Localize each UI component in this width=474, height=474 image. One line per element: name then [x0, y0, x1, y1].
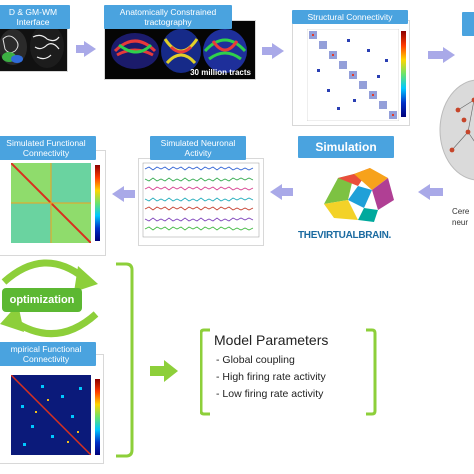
structural-title-text: Structural Connectivity: [307, 12, 393, 22]
parameter-low-firing-rate: - Low firing rate activity: [216, 388, 324, 400]
tvb-logo-text: THEVIRTUALBRAIN.: [298, 230, 391, 241]
simulated-fc-matrix: [11, 163, 91, 243]
optimization-cycle-arrows: [0, 259, 99, 337]
neuronal-title-line1: Simulated Neuronal: [160, 138, 236, 148]
structural-title: Structural Connectivity: [292, 10, 408, 24]
simulated-fc-title-line1: Simulated Functional: [6, 138, 86, 148]
neuronal-timeseries: [142, 162, 260, 238]
empirical-fc-title: mpirical Functional Connectivity: [0, 342, 96, 366]
brain-model-caption-line1: Cere: [452, 207, 470, 216]
arrow-dti-to-tractography: [84, 41, 96, 57]
dti-title-line2: Interface: [16, 17, 50, 27]
empirical-fc-title-line1: mpirical Functional: [10, 344, 82, 354]
simulation-title: Simulation: [298, 136, 394, 158]
empirical-fc-matrix: [11, 375, 91, 455]
neuronal-title-line2: Activity: [184, 148, 212, 158]
arrow-shaft-6: [123, 190, 135, 198]
arrow-shaft-5: [281, 188, 293, 196]
structural-colorbar: [401, 31, 406, 117]
dti-title-line1: D & GM-WM: [8, 7, 58, 17]
arrow-tractography-to-structural: [272, 43, 284, 59]
brain-network-image: [439, 79, 474, 181]
simulated-fc-title: Simulated Functional Connectivity: [0, 136, 96, 160]
arrow-shaft-1: [76, 45, 85, 53]
model-parameters-title: Model Parameters: [214, 332, 329, 348]
arrow-neuronal-to-simulated-fc: [112, 186, 124, 202]
tvb-logo-brain: [324, 168, 394, 222]
empirical-fc-panel: [0, 354, 104, 464]
parameters-brackets: [200, 328, 377, 416]
brain-model-caption-line2: neur: [452, 218, 469, 227]
tractography-title: Anatomically Constrained tractography: [104, 5, 232, 29]
tractography-image: [111, 29, 247, 73]
optimization-label: optimization: [2, 288, 82, 312]
parameter-global-coupling: - Global coupling: [216, 354, 295, 366]
left-group-bracket: [116, 262, 134, 458]
arrow-to-parameters-head: [164, 360, 178, 382]
dti-title: D & GM-WM Interface: [0, 5, 70, 29]
simulation-title-text: Simulation: [315, 140, 377, 154]
arrow-shaft-4: [429, 188, 443, 196]
tractography-panel: 30 million tracts: [104, 20, 256, 80]
tract-count-label: 30 million tracts: [190, 68, 251, 77]
arrow-shaft-2: [262, 47, 273, 55]
tractography-title-line1: Anatomically Constrained: [119, 7, 217, 17]
model-title-stub: [462, 12, 474, 36]
neuronal-title: Simulated Neuronal Activity: [150, 136, 246, 160]
dti-brain-images: [0, 24, 64, 68]
arrow-simulation-to-neuronal: [270, 184, 282, 200]
optimization-label-text: optimization: [9, 294, 75, 306]
structural-matrix: [307, 29, 399, 121]
empirical-fc-title-line2: Connectivity: [22, 354, 70, 364]
structural-panel: [292, 20, 410, 126]
parameter-high-firing-rate: - High firing rate activity: [216, 371, 326, 383]
arrow-to-parameters-shaft: [150, 366, 164, 376]
arrow-shaft-3: [428, 51, 444, 59]
simulated-fc-panel: [0, 150, 106, 256]
brain-model-caption: Cere neur: [452, 206, 469, 228]
arrow-model-to-simulation: [418, 184, 430, 200]
tractography-title-line2: tractography: [144, 17, 192, 27]
simulated-fc-title-line2: Connectivity: [22, 148, 70, 158]
neuronal-panel: [138, 158, 264, 246]
simulated-fc-colorbar: [95, 165, 100, 241]
arrow-structural-to-model: [443, 47, 455, 63]
empirical-fc-colorbar: [95, 379, 100, 455]
